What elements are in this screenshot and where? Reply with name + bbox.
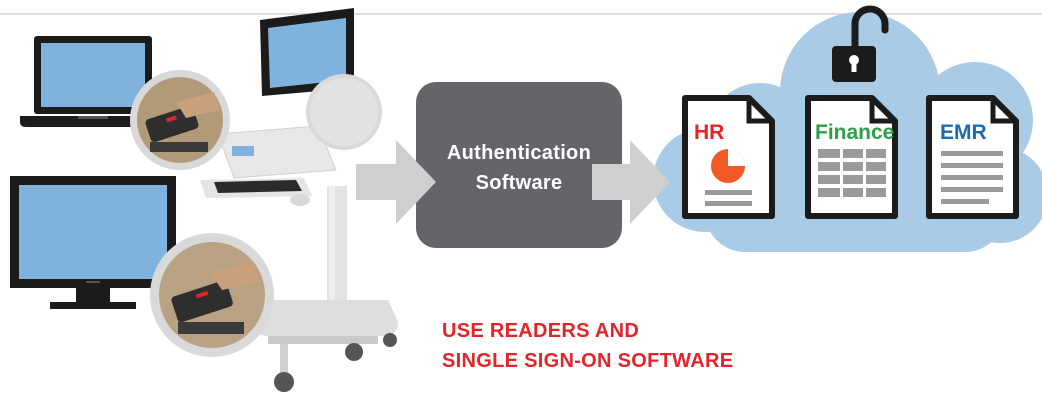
caption-line-1: USE READERS AND [442, 320, 640, 342]
text-line [705, 190, 752, 195]
finance-document-title: Finance [815, 121, 895, 144]
arrow-right-icon [592, 140, 670, 224]
pie-chart-icon [711, 149, 745, 183]
desktop-monitor-icon [10, 176, 176, 309]
laptop-icon [20, 36, 166, 127]
authentication-software-box [416, 82, 622, 248]
hr-document-title: HR [694, 121, 725, 144]
document-icon [682, 95, 775, 219]
cart-monitor-icon [260, 8, 382, 150]
arrow-right-icon [356, 140, 436, 224]
caption: USE READERS AND SINGLE SIGN-ON SOFTWARE [442, 316, 733, 376]
document-icon [805, 95, 898, 219]
spreadsheet-icon [818, 149, 886, 197]
document-icon [926, 95, 1019, 219]
medical-cart-icon [200, 125, 398, 392]
badge-reader-icon [130, 70, 230, 170]
unlocked-padlock-icon [832, 5, 889, 82]
text-line [705, 201, 752, 206]
emr-document-title: EMR [940, 121, 987, 144]
text-lines-icon [941, 151, 1003, 204]
caption-line-2: SINGLE SIGN-ON SOFTWARE [442, 350, 734, 372]
badge-reader-icon [150, 233, 274, 357]
